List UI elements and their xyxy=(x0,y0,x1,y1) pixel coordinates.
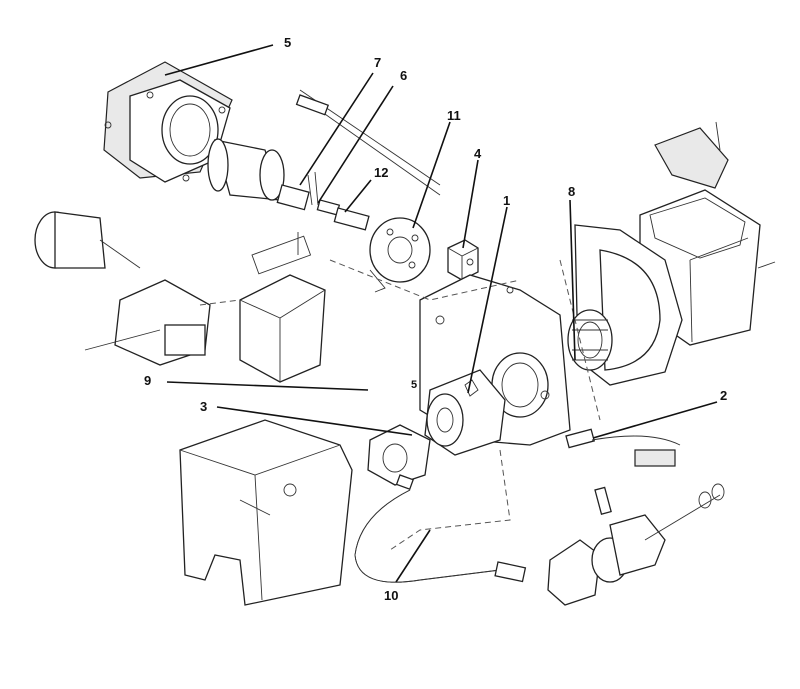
mounting-flange xyxy=(103,61,233,183)
burner-cover xyxy=(179,419,353,606)
callout-5-secondary: 5 xyxy=(411,379,417,391)
blast-tube xyxy=(207,138,285,201)
callout-9: 9 xyxy=(144,373,151,388)
stabiliser-disc xyxy=(369,217,431,293)
photocell xyxy=(565,428,681,467)
assembly-guide-lines xyxy=(199,259,601,551)
oil-pump xyxy=(367,424,431,491)
callout-3: 3 xyxy=(200,399,207,414)
callout-11: 11 xyxy=(447,108,461,123)
ignition-transformer-cover xyxy=(654,121,729,189)
burner-motor xyxy=(424,369,506,456)
callout-4: 4 xyxy=(474,146,482,161)
callout-7: 7 xyxy=(374,55,381,70)
oil-hose xyxy=(354,489,527,583)
callout-8: 8 xyxy=(568,184,575,199)
control-box xyxy=(239,232,326,383)
leader-lines xyxy=(164,44,718,583)
air-damper-assembly xyxy=(34,211,211,366)
electrode-assembly xyxy=(276,89,441,231)
callout-2: 2 xyxy=(720,388,727,403)
callout-10: 10 xyxy=(384,588,398,603)
callout-12: 12 xyxy=(374,165,388,180)
callout-5: 5 xyxy=(284,35,291,50)
pump-filter-assembly xyxy=(547,483,725,606)
fan-housing xyxy=(567,224,683,386)
callout-6: 6 xyxy=(400,68,407,83)
callout-1: 1 xyxy=(503,193,510,208)
